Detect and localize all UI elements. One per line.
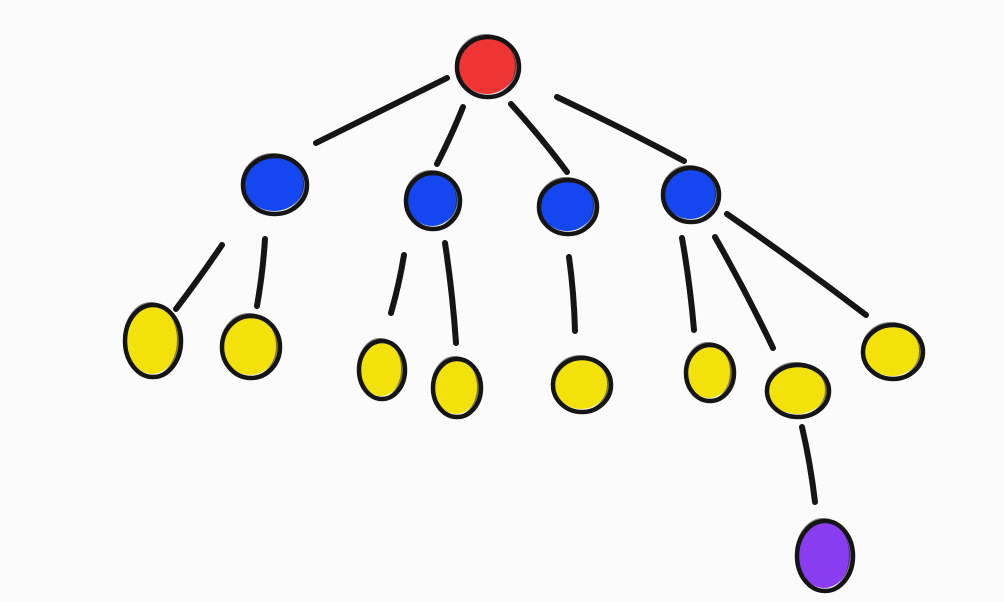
node-b1-sketch-stroke [241, 153, 305, 215]
nodes-layer [122, 34, 926, 594]
edge-b4-y8 [724, 211, 869, 318]
node-y6 [683, 342, 737, 404]
node-y2 [219, 313, 283, 381]
edge-b2-y4 [442, 240, 459, 346]
node-y3 [356, 338, 408, 402]
edge-y7-p1 [799, 424, 818, 505]
node-p1-sketch-stroke [795, 518, 851, 592]
node-y1-fill [126, 306, 178, 374]
node-root-fill [458, 38, 516, 94]
node-b4-fill [664, 169, 716, 219]
edge-b3-y5 [566, 254, 578, 334]
node-y5-fill [554, 359, 608, 409]
node-y5 [550, 355, 614, 415]
node-p1 [794, 518, 856, 594]
node-b2 [403, 170, 463, 232]
node-y3-fill [360, 342, 402, 396]
edge-root-b4 [554, 94, 687, 164]
node-y8-fill [864, 326, 920, 376]
edge-b4-y7 [712, 234, 776, 351]
node-y6-sketch-stroke [684, 342, 732, 402]
node-y1-sketch-stroke [123, 302, 179, 378]
node-y7-fill [768, 366, 826, 414]
node-y8 [860, 322, 926, 382]
node-root [454, 34, 522, 100]
node-y3-sketch-stroke [357, 338, 403, 400]
edge-b4-y6 [679, 235, 697, 333]
node-b4-sketch-stroke [661, 165, 717, 223]
edge-b1-y2 [254, 236, 268, 309]
edge-root-b2 [434, 104, 466, 167]
node-y5-sketch-stroke [551, 355, 609, 413]
node-p1-fill [798, 522, 850, 588]
node-b1 [240, 153, 310, 217]
node-b2-fill [407, 174, 457, 226]
node-y4-fill [434, 360, 478, 414]
edge-b1-y1 [173, 242, 225, 312]
edge-root-b3 [508, 101, 570, 175]
edge-root-b1 [313, 75, 450, 146]
node-b4 [660, 165, 722, 225]
edge-b2-y3 [388, 252, 407, 316]
node-y8-sketch-stroke [861, 322, 921, 380]
node-b3-sketch-stroke [537, 177, 595, 235]
node-root-sketch-stroke [455, 34, 517, 98]
node-y1 [122, 302, 184, 380]
node-y4 [430, 356, 484, 420]
node-b1-fill [244, 157, 304, 211]
node-b3-fill [540, 181, 594, 231]
node-b3 [536, 177, 600, 237]
node-y7 [764, 362, 832, 420]
node-y7-sketch-stroke [765, 362, 827, 418]
node-y4-sketch-stroke [431, 356, 479, 418]
edges-layer [173, 75, 869, 505]
node-y6-fill [687, 346, 731, 398]
node-y2-sketch-stroke [220, 313, 278, 379]
node-b2-sketch-stroke [404, 170, 458, 230]
node-y2-fill [223, 317, 277, 375]
